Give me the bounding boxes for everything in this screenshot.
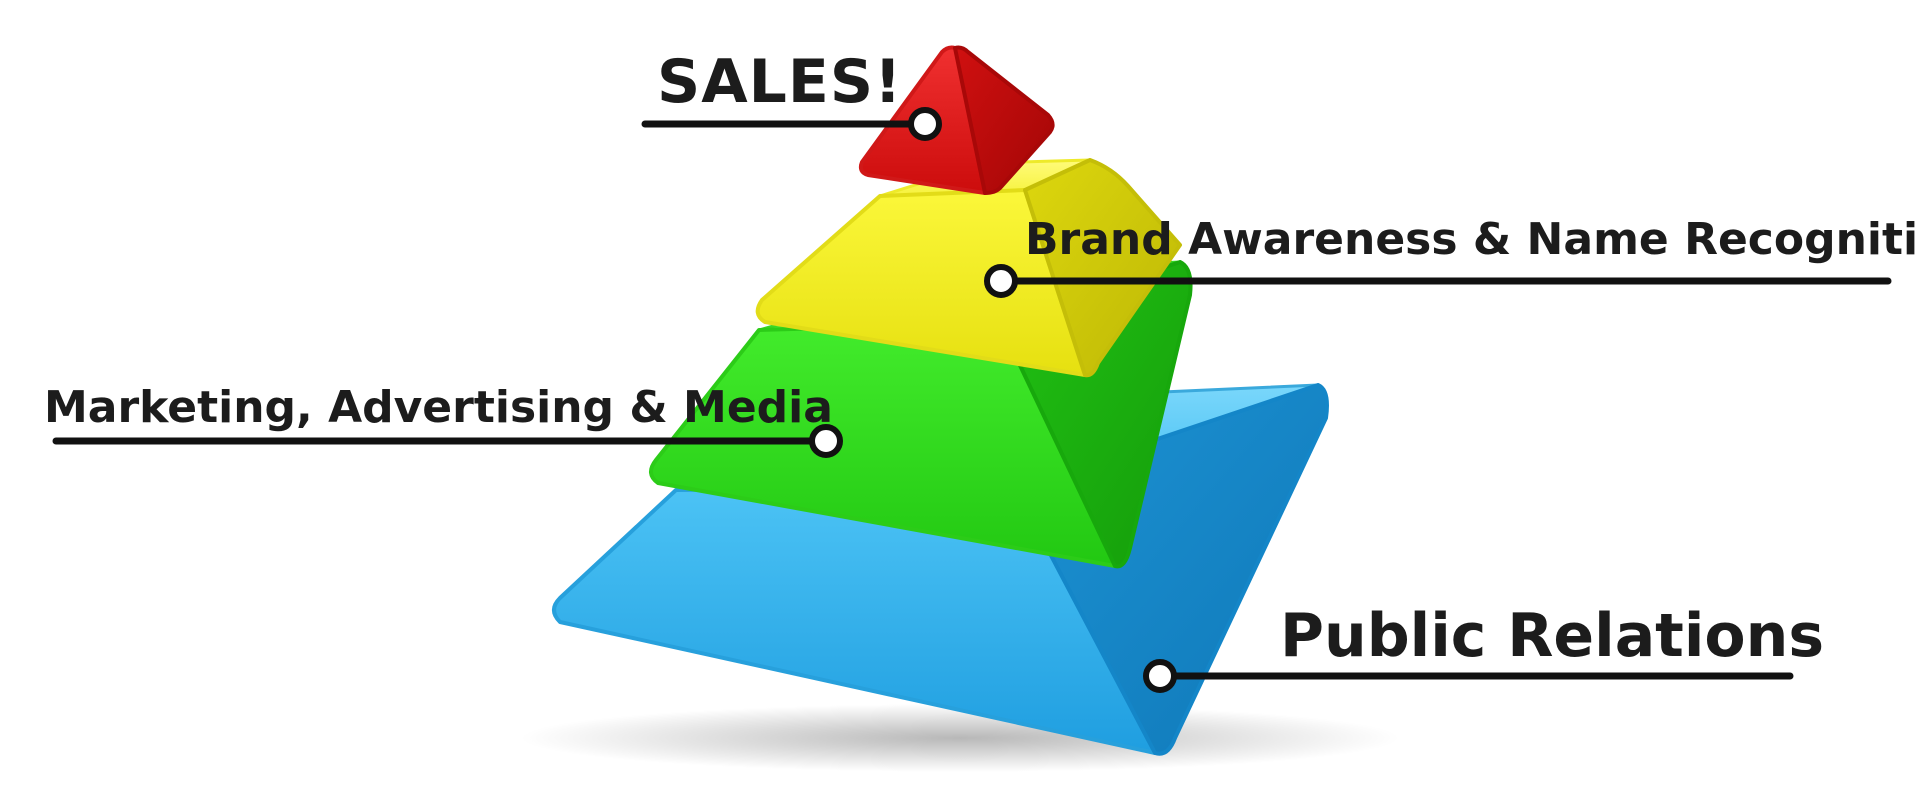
leader-dot-sales xyxy=(908,107,942,141)
leader-dot-marketing xyxy=(809,424,843,458)
label-sales: SALES! xyxy=(657,47,903,117)
leader-lines xyxy=(52,107,1892,693)
pyramid-shadow xyxy=(520,704,1400,772)
label-brand-awareness: Brand Awareness & Name Recognition xyxy=(1025,214,1920,265)
leader-dot-public-relations xyxy=(1143,659,1177,693)
leader-dot-brand xyxy=(984,264,1018,298)
label-public-relations: Public Relations xyxy=(1280,601,1825,671)
label-marketing: Marketing, Advertising & Media xyxy=(44,382,833,433)
